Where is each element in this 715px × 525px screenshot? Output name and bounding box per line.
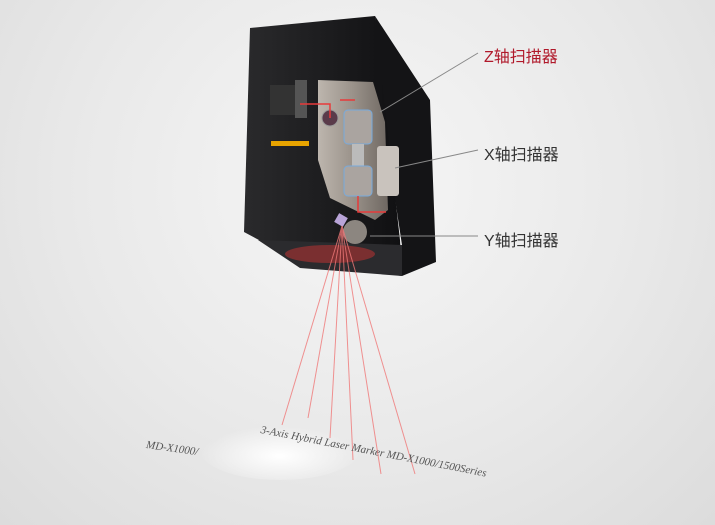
- laser-path-2: [357, 196, 386, 213]
- callout-z-scanner: Z轴扫描器: [484, 49, 558, 66]
- y-mirror: [334, 213, 348, 227]
- z-scanner-lens-lower: [343, 165, 373, 197]
- laser-beams: [281, 225, 416, 475]
- callout-y-scanner: Y轴扫描器: [484, 233, 559, 250]
- laser-source-flange: [295, 80, 307, 118]
- y-scanner: [343, 220, 367, 244]
- aperture-glow: [285, 245, 375, 263]
- callout-line-x: [394, 149, 479, 169]
- surface-mound: [200, 420, 360, 480]
- callout-line-z: [379, 52, 479, 113]
- accent-strip: [271, 141, 309, 146]
- housing-side: [375, 16, 436, 276]
- z-scanner-tube: [352, 144, 364, 166]
- z-scanner-lens-upper: [343, 109, 373, 145]
- callout-x-scanner: X轴扫描器: [484, 147, 559, 164]
- laser-path: [300, 99, 355, 118]
- x-scanner: [377, 146, 399, 196]
